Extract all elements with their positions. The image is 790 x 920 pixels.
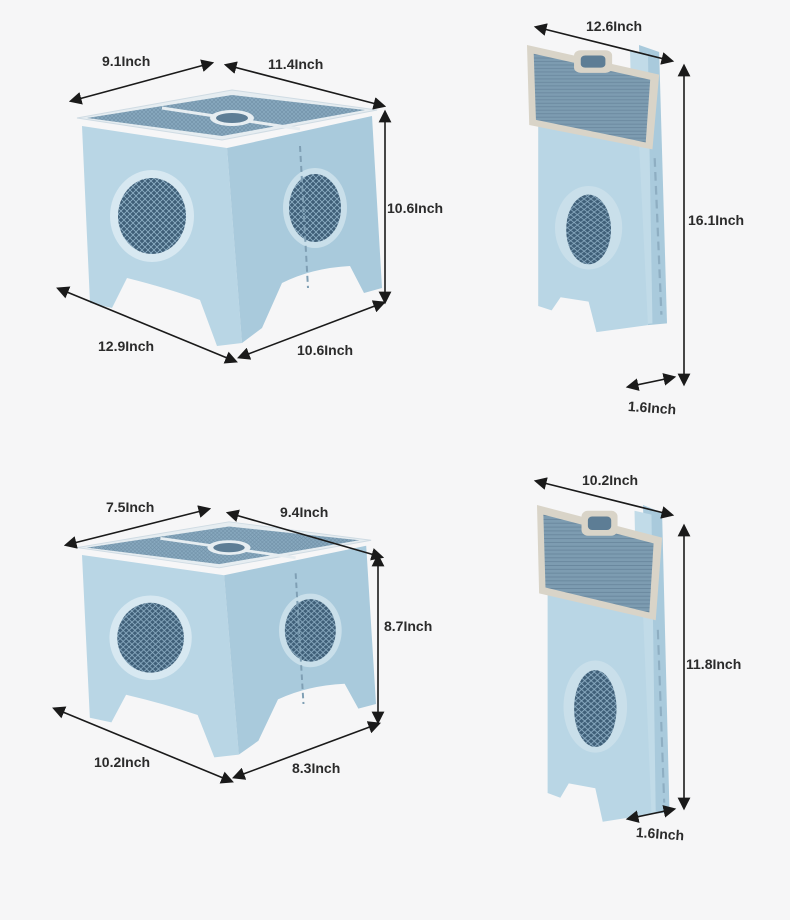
large-folded-dimension-arrows: [533, 23, 691, 391]
large-base-depth-label: 10.6Inch: [297, 342, 354, 358]
small-folded-stool-image: [535, 503, 671, 823]
large-folded-width-label: 12.6Inch: [586, 18, 643, 34]
small-folded-height-label: 11.8Inch: [686, 656, 742, 672]
small-top-depth-label: 7.5Inch: [106, 499, 155, 515]
small-folded-width-label: 10.2Inch: [582, 472, 639, 488]
small-base-depth-label: 8.3Inch: [292, 760, 341, 776]
large-top-width-label: 11.4Inch: [268, 56, 324, 72]
small-base-width-label: 10.2Inch: [94, 754, 151, 770]
large-open-stool-image: [75, 88, 384, 348]
large-top-depth-label: 9.1Inch: [102, 53, 151, 69]
small-top-width-label: 9.4Inch: [280, 504, 329, 520]
large-height-label: 10.6Inch: [387, 200, 444, 216]
large-folded-stool-image: [525, 43, 669, 334]
small-height-label: 8.7Inch: [384, 618, 433, 634]
small-open-stool-image: [75, 520, 378, 759]
large-base-width-label: 12.9Inch: [98, 338, 155, 354]
large-folded-thickness-label: 1.6Inch: [627, 398, 677, 418]
small-folded-dimension-arrows: [533, 477, 691, 823]
large-open-dimension-arrows: [56, 59, 392, 364]
small-open-dimension-arrows: [52, 505, 385, 784]
small-folded-thickness-label: 1.6Inch: [635, 824, 685, 844]
large-folded-height-label: 16.1Inch: [688, 212, 745, 228]
